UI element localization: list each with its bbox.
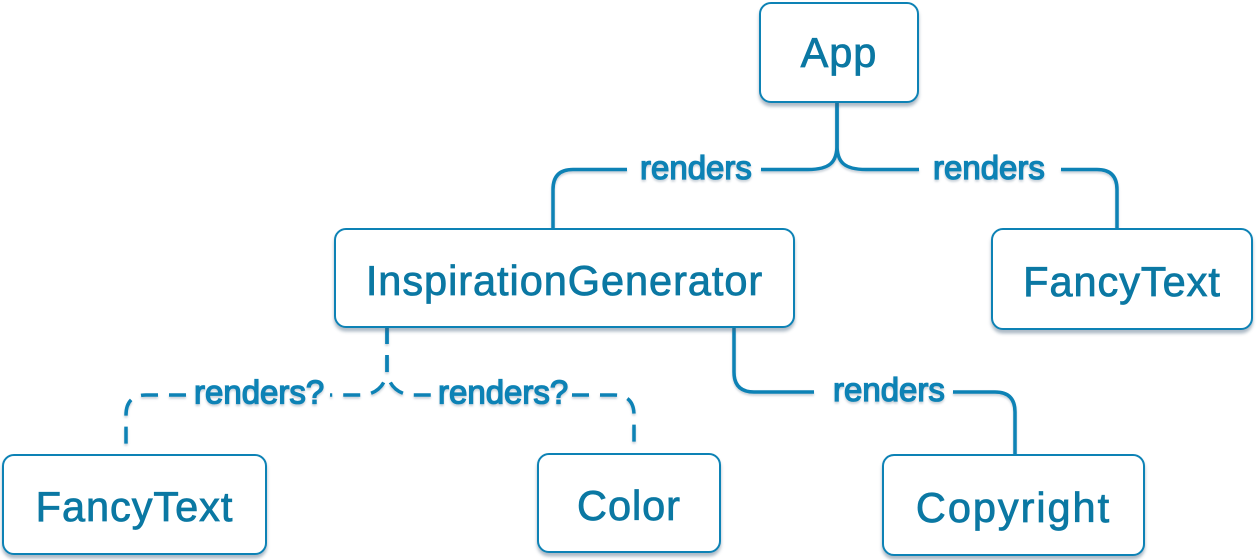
svg-text:renders?: renders? xyxy=(438,374,568,411)
svg-text:renders?: renders? xyxy=(194,374,324,411)
svg-text:renders: renders xyxy=(833,371,945,408)
svg-text:renders: renders xyxy=(933,149,1045,186)
svg-text:renders: renders xyxy=(640,149,752,186)
